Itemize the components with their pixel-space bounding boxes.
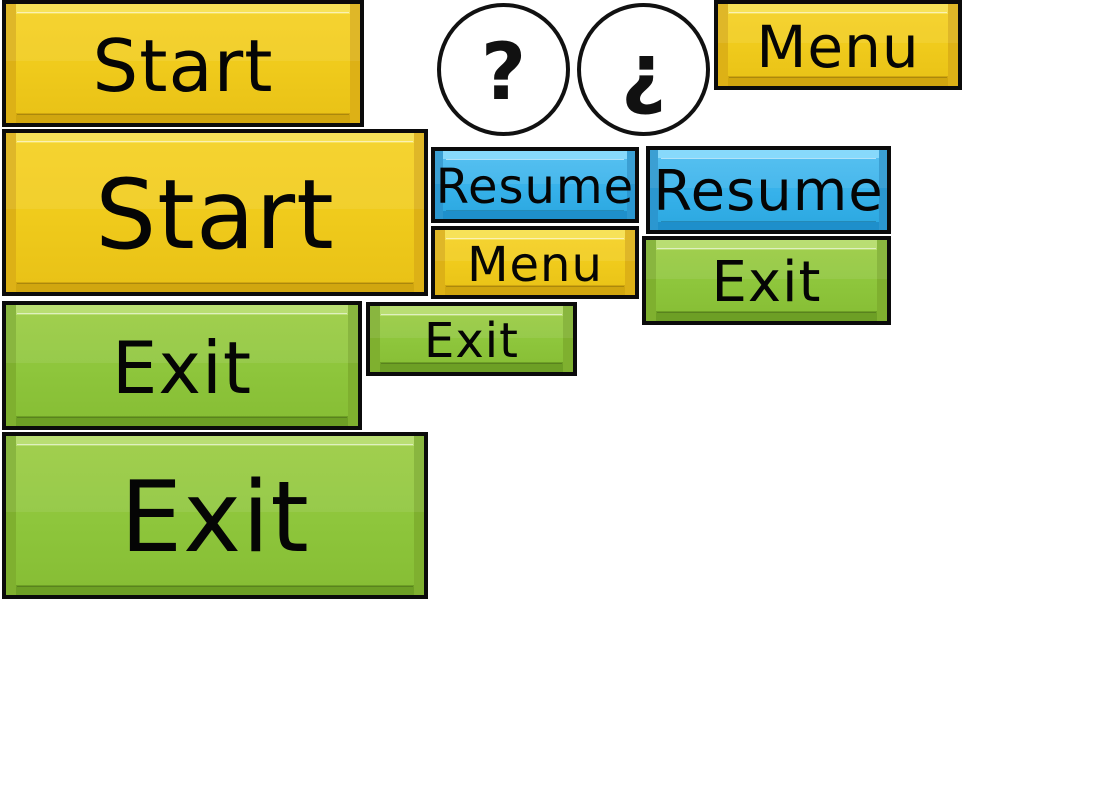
menu-button[interactable]: Menu (714, 0, 962, 90)
resume-button-small-label: Resume (435, 159, 635, 215)
inverted-question-mark-glyph: ¿ (620, 27, 667, 118)
resume-button-medium-label: Resume (653, 159, 884, 224)
resume-button-small[interactable]: Resume (431, 147, 639, 223)
start-button[interactable]: Start (2, 0, 364, 127)
exit-button-large[interactable]: Exit (2, 432, 428, 599)
exit-button[interactable]: Exit (2, 301, 362, 430)
exit-button-medium[interactable]: Exit (642, 236, 891, 325)
start-button-large-label: Start (95, 158, 335, 271)
exit-button-small[interactable]: Exit (366, 302, 577, 376)
exit-button-large-label: Exit (120, 460, 310, 575)
menu-button-label: Menu (756, 13, 920, 81)
exit-button-medium-label: Exit (711, 249, 822, 315)
menu-button-small[interactable]: Menu (431, 226, 639, 299)
start-button-label: Start (92, 23, 274, 108)
start-button-large[interactable]: Start (2, 129, 428, 296)
question-mark-glyph: ? (480, 27, 527, 118)
question-mark-icon[interactable]: ? (437, 3, 570, 136)
inverted-question-mark-icon[interactable]: ¿ (577, 3, 710, 136)
exit-button-small-label: Exit (424, 313, 519, 369)
resume-button-medium[interactable]: Resume (646, 146, 891, 234)
exit-button-label: Exit (111, 325, 253, 410)
menu-button-small-label: Menu (467, 236, 603, 293)
